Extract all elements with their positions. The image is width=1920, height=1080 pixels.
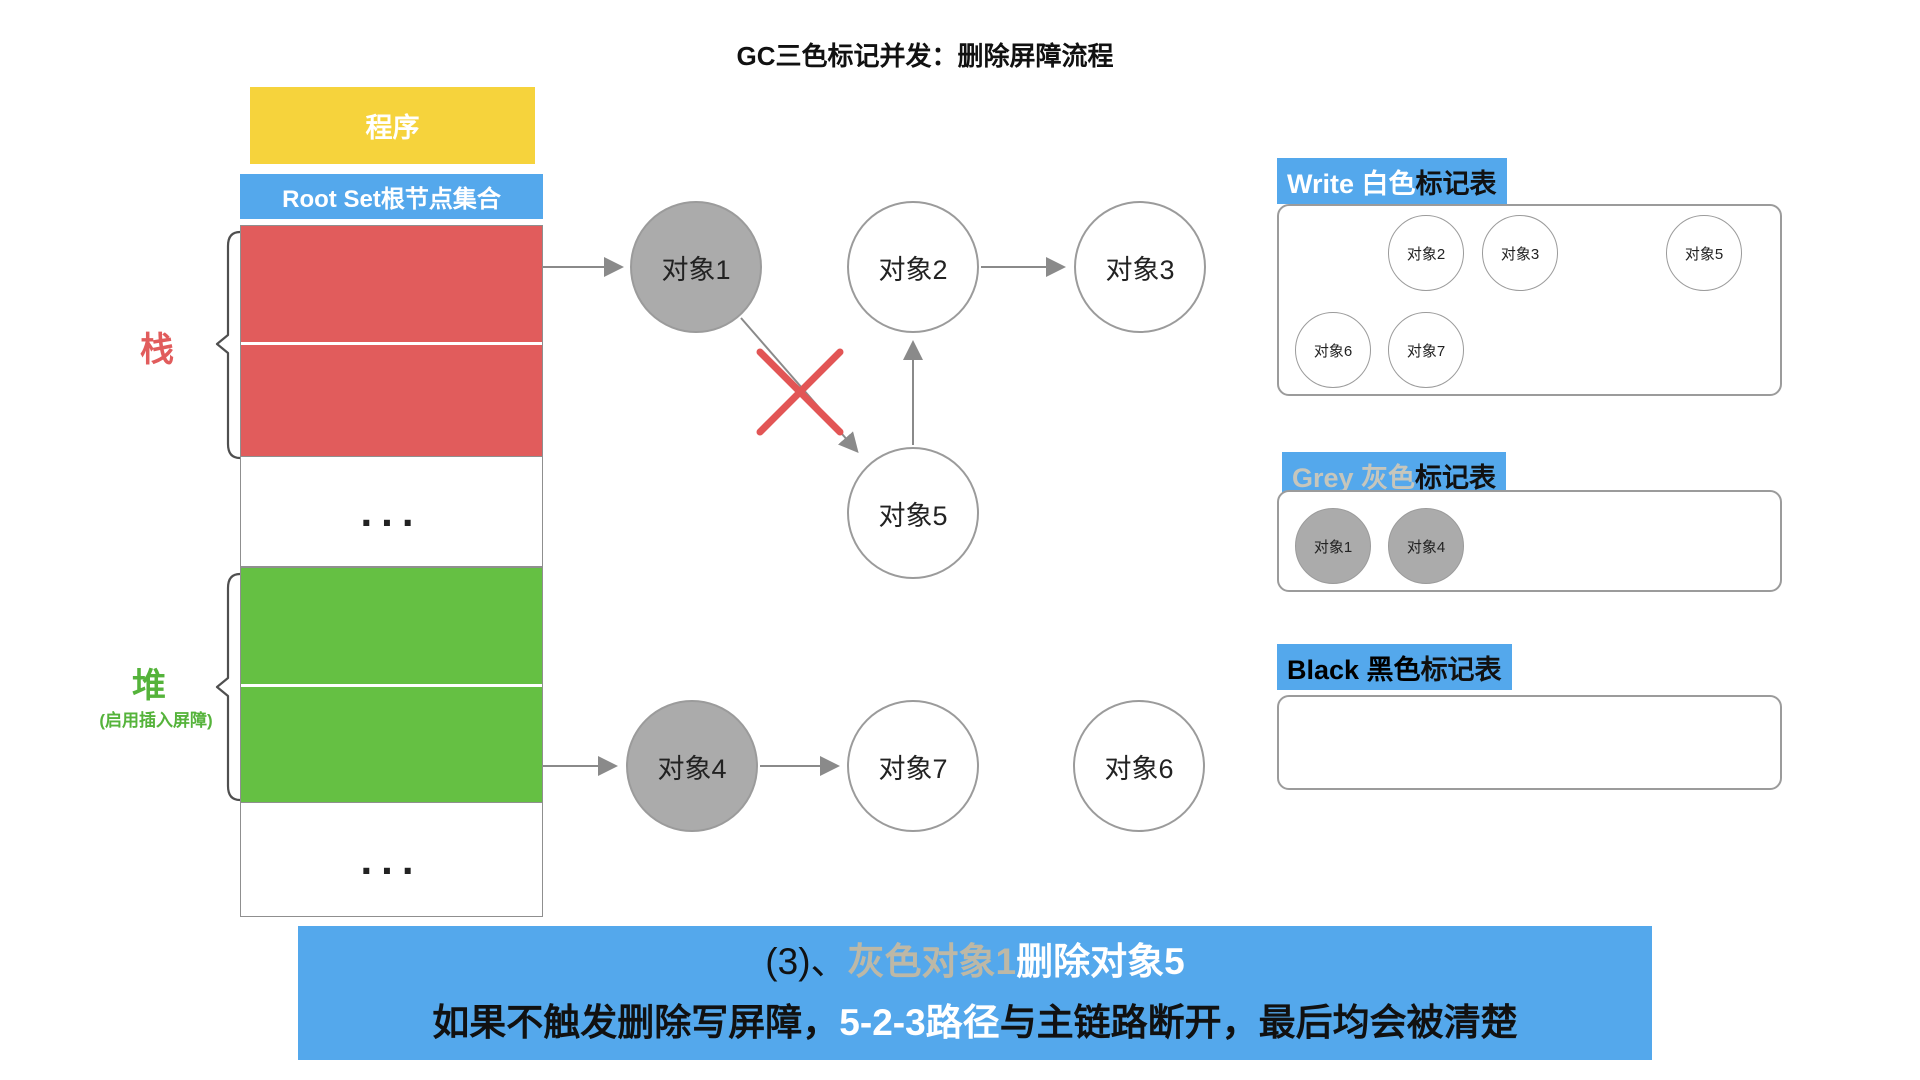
white-table-item: 对象7: [1388, 312, 1464, 388]
root-set-box: Root Set根节点集合: [240, 174, 543, 219]
node-obj1: 对象1: [630, 201, 762, 333]
white-table-item: 对象2: [1388, 215, 1464, 291]
delete-cross-icon: [756, 348, 844, 436]
stack-block-2: [241, 345, 542, 457]
program-box: 程序: [250, 87, 535, 164]
caption-target-object: 对象5: [1090, 941, 1185, 982]
heap-block-2: [241, 687, 542, 803]
white-table-item: 对象6: [1295, 312, 1371, 388]
caption-line-2: 如果不触发删除写屏障，5-2-3路径与主链路断开，最后均会被清楚: [298, 992, 1652, 1053]
stack-brace: [215, 230, 242, 460]
grey-table-item: 对象1: [1295, 508, 1371, 584]
grey-table-item: 对象4: [1388, 508, 1464, 584]
black-table-panel: [1277, 695, 1782, 790]
node-obj7: 对象7: [847, 700, 979, 832]
grey-table-title-rest: 标记表: [1415, 462, 1497, 493]
diagram-title: GC三色标记并发：删除屏障流程: [736, 41, 1114, 71]
black-table-title-rest: 标记表: [1420, 654, 1502, 685]
black-table-title-highlight: Black 黑色: [1287, 654, 1421, 685]
stack-block-1: [241, 226, 542, 342]
caption-prefix: (3)、: [765, 941, 848, 982]
heap-block-1: [241, 568, 542, 684]
white-table-item: 对象5: [1666, 215, 1742, 291]
white-table-header: Write 白色标记表: [1277, 158, 1507, 204]
heap-note: (启用插入屏障): [99, 711, 213, 730]
grey-table-title-highlight: Grey 灰色: [1292, 462, 1416, 493]
stack-label: 栈: [140, 331, 174, 369]
white-table-title-rest: 标记表: [1415, 168, 1497, 199]
node-obj3: 对象3: [1074, 201, 1206, 333]
caption-delete-word: 删除: [1016, 941, 1091, 982]
root-set-label: Root Set根节点集合: [282, 186, 501, 213]
heap-region: [240, 567, 543, 803]
caption-line2-end: 与主链路断开，最后均会被清楚: [999, 1002, 1518, 1043]
caption-banner: (3)、灰色对象1删除对象5 如果不触发删除写屏障，5-2-3路径与主链路断开，…: [298, 926, 1652, 1060]
heap-brace: [215, 572, 242, 802]
caption-line2-start: 如果不触发删除写屏障，: [432, 1002, 840, 1043]
heap-ellipsis-box: ...: [240, 802, 543, 917]
stack-ellipsis-box: ...: [240, 456, 543, 567]
white-table-title-highlight: Write 白色: [1287, 168, 1416, 199]
white-table-item: 对象3: [1482, 215, 1558, 291]
black-table-header: Black 黑色标记表: [1277, 644, 1512, 690]
caption-path-highlight: 5-2-3路径: [839, 1002, 1000, 1043]
heap-label: 堆: [132, 667, 166, 705]
caption-line-1: (3)、灰色对象1删除对象5: [298, 931, 1652, 992]
program-label: 程序: [365, 113, 420, 143]
node-obj2: 对象2: [847, 201, 979, 333]
edge-obj1-to-obj5: [740, 317, 859, 454]
node-obj4: 对象4: [626, 700, 758, 832]
caption-grey-object: 灰色对象1: [847, 941, 1017, 982]
node-obj5: 对象5: [847, 447, 979, 579]
stack-region: [240, 225, 543, 457]
node-obj6: 对象6: [1073, 700, 1205, 832]
